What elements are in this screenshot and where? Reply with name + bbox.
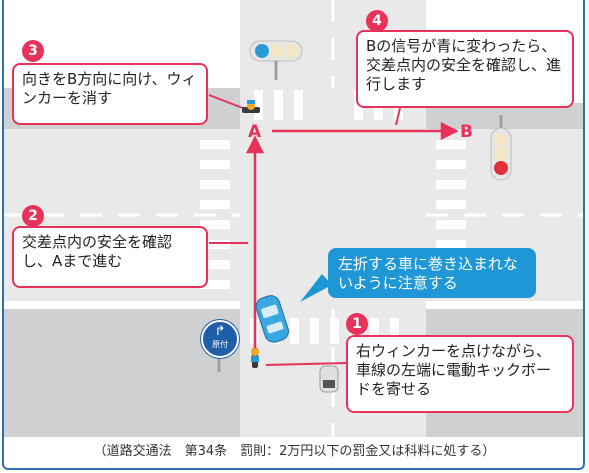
footer-law-note: （道路交通法 第34条 罰則：2万円以下の罰金又は科料に処する） xyxy=(93,444,496,459)
traffic-light-top xyxy=(249,40,303,80)
caution-note: 左折する車に巻き込まれないように注意する xyxy=(328,248,536,298)
step-2-callout: 交差点内の安全を確認し、Aまで進む xyxy=(12,226,208,288)
parked-car-icon xyxy=(319,365,339,393)
moped-turn-sign-icon: ↱ 原付 xyxy=(201,320,239,358)
step-1-callout: 右ウィンカーを点けながら、車線の左端に電動キックボードを寄せる xyxy=(346,335,574,413)
step-1-badge: 1 xyxy=(346,313,368,335)
point-a-label: A xyxy=(248,122,262,142)
step-4-badge: 4 xyxy=(366,10,388,32)
step-2-badge: 2 xyxy=(22,205,44,227)
car-icon xyxy=(255,295,289,343)
step-3-callout: 向きをB方向に向け、ウィンカーを消す xyxy=(12,63,208,125)
crosswalk-left xyxy=(200,140,230,289)
intersection-scene: ↱ 原付 A B 3 4 2 1 向きをB方向に向け、ウィンカーを消す Bの信号… xyxy=(4,0,583,437)
route-arrows xyxy=(245,121,459,360)
scooter-at-a-icon xyxy=(242,100,260,113)
step-4-callout: Bの信号が青に変わったら、交差点内の安全を確認し、進行します xyxy=(356,30,574,108)
traffic-light-right xyxy=(490,115,512,181)
sign-label: 原付 xyxy=(212,340,228,349)
scooter-start-icon xyxy=(251,348,259,368)
step-3-badge: 3 xyxy=(22,40,44,62)
note-pointer xyxy=(300,274,332,302)
callout-pointers xyxy=(208,94,401,366)
point-b-label: B xyxy=(460,122,473,142)
corner-block-bottom-left xyxy=(4,309,240,437)
